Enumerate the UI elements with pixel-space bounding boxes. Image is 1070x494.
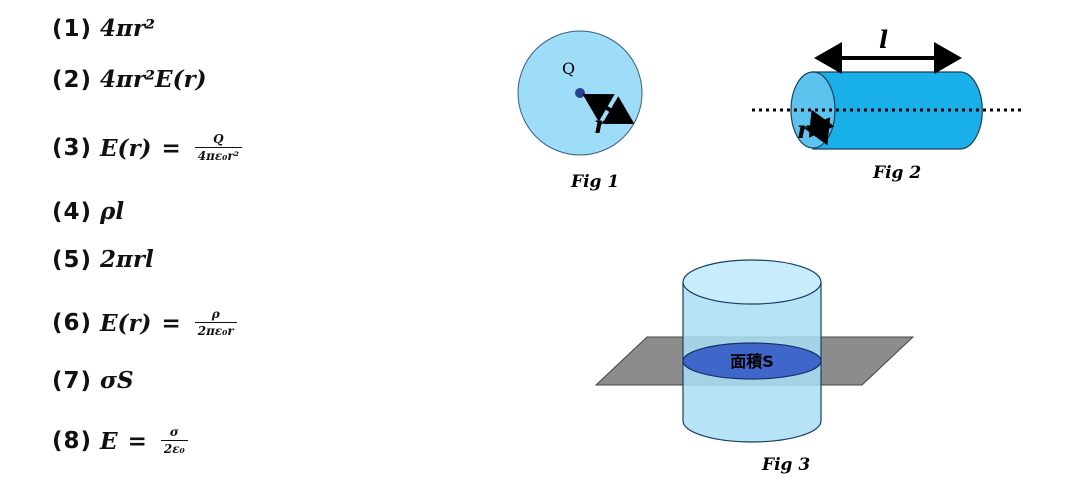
answer-6: (6) E(r) = ρ 2πε₀r [52, 307, 237, 339]
answer-expression: σS [100, 367, 134, 394]
fraction-denominator: 2πε₀r [194, 322, 237, 339]
answer-5: (5) 2πrl [52, 246, 154, 273]
answer-lhs: E [100, 427, 118, 455]
pillbox-bottom [682, 420, 822, 443]
answer-number: (1) [52, 15, 93, 42]
answer-7: (7) σS [52, 367, 134, 394]
answer-1: (1) 4πr² [52, 15, 155, 42]
fig1-sphere-diagram: Q r Fig 1 [517, 30, 643, 192]
answer-number: (3) [52, 135, 93, 161]
answer-number: (4) [52, 198, 93, 225]
fraction: σ 2ε₀ [160, 425, 188, 457]
fraction-numerator: Q [213, 132, 224, 146]
fig2-cylinder-diagram: l r Fig 2 [752, 25, 1022, 183]
fraction: ρ 2πε₀r [194, 307, 237, 339]
radius-arrow [804, 109, 835, 146]
radius-arrow [582, 93, 635, 125]
point-charge [575, 88, 585, 98]
fig1-caption: Fig 1 [570, 172, 619, 192]
answer-lhs: E(r) [100, 309, 152, 337]
charge-label: Q [562, 59, 575, 78]
equals-sign: = [161, 134, 181, 162]
fig3-caption: Fig 3 [761, 455, 810, 475]
equals-sign: = [127, 427, 147, 455]
answer-number: (5) [52, 246, 93, 273]
answer-3: (3) E(r) = Q 4πε₀r² [52, 132, 242, 164]
radius-label: r [594, 110, 609, 139]
cylinder-body [812, 71, 983, 150]
fig2-caption: Fig 2 [872, 163, 921, 183]
answer-number: (6) [52, 310, 93, 336]
area-label: 面積S [730, 352, 774, 371]
fraction-numerator: σ [169, 425, 179, 439]
answer-expression: ρl [100, 198, 125, 225]
answer-2: (2) 4πr²E(r) [52, 66, 206, 93]
fraction-denominator: 2ε₀ [160, 440, 188, 457]
equals-sign: = [161, 309, 181, 337]
answer-expression: 4πr²E(r) [100, 66, 207, 93]
answer-expression: 4πr² [100, 15, 156, 42]
answer-number: (2) [52, 66, 93, 93]
fraction-numerator: ρ [211, 307, 220, 321]
answer-expression: 2πrl [100, 246, 154, 273]
length-label: l [879, 25, 888, 54]
answer-4: (4) ρl [52, 198, 124, 225]
answer-number: (8) [52, 428, 93, 454]
answer-8: (8) E = σ 2ε₀ [52, 425, 188, 457]
enclosed-area [682, 342, 822, 380]
fraction-denominator: 4πε₀r² [194, 147, 242, 164]
radius-label: r [797, 115, 812, 144]
pillbox-top [682, 259, 822, 305]
answer-list: (1) 4πr² (2) 4πr²E(r) (3) E(r) = Q 4πε₀r… [52, 0, 382, 494]
answer-number: (7) [52, 367, 93, 394]
fig3-pillbox-diagram: 面積S Fig 3 [594, 259, 915, 475]
answer-lhs: E(r) [100, 134, 152, 162]
fraction: Q 4πε₀r² [194, 132, 242, 164]
